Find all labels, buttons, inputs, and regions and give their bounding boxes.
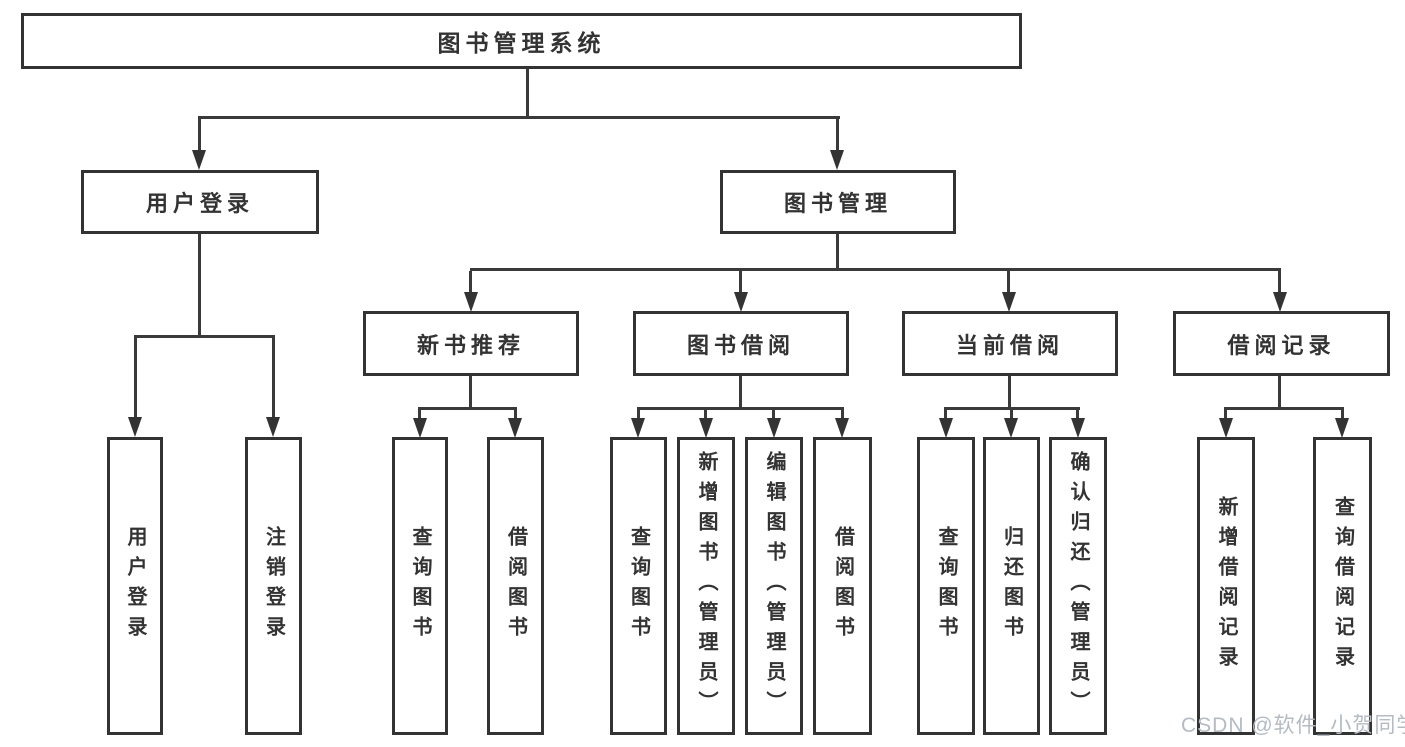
node-book-management: 图书管理 <box>720 170 956 234</box>
arrowhead-leaf <box>508 418 522 438</box>
node-system-root: 图书管理系统 <box>21 13 1022 69</box>
connector-drop-leaf <box>1010 410 1013 419</box>
arrowhead-leaf <box>767 418 781 438</box>
connector-drop-book-mgmt <box>836 119 839 153</box>
connector-current-split <box>944 407 1080 410</box>
connector-drop-leaf <box>1341 410 1344 419</box>
node-current-borrowing: 当前借阅 <box>902 311 1118 376</box>
arrowhead-leaf <box>699 418 713 438</box>
arrowhead-leaf <box>413 418 427 438</box>
arrowhead-leaf <box>939 418 953 438</box>
arrowhead-current <box>1002 292 1016 312</box>
connector-drop-leaf <box>637 410 640 419</box>
connector-root-stem <box>526 69 529 119</box>
connector-drop-leaf <box>1224 410 1227 419</box>
node-new-book-recommend: 新书推荐 <box>363 311 579 376</box>
connector-drop-user-login <box>198 119 201 153</box>
leaf-return-books: 归还图书 <box>983 437 1040 735</box>
leaf-query-books-2: 查询图书 <box>610 437 667 735</box>
leaf-confirm-return-admin: 确认归还（管理员） <box>1049 437 1107 735</box>
connector-drop-records <box>1278 271 1281 293</box>
connector-drop-login-leaf <box>134 338 137 418</box>
connector-borrowing-stem <box>739 376 742 410</box>
leaf-borrow-books-1: 借阅图书 <box>487 437 544 735</box>
arrowhead-login-leaf <box>128 417 142 437</box>
leaf-query-books-1: 查询图书 <box>392 437 448 735</box>
connector-records-stem <box>1278 376 1281 410</box>
arrowhead-records <box>1273 292 1287 312</box>
arrowhead-leaf <box>1335 418 1349 438</box>
connector-current-stem <box>1008 376 1011 410</box>
connector-drop-new-books <box>469 271 472 293</box>
connector-drop-leaf <box>841 410 844 419</box>
connector-drop-leaf <box>944 410 947 419</box>
connector-drop-leaf <box>514 410 517 419</box>
arrowhead-leaf <box>835 418 849 438</box>
leaf-edit-books-admin: 编辑图书（管理员） <box>745 437 803 735</box>
connector-drop-borrowing <box>739 271 742 293</box>
csdn-watermark: CSDN @软件_小贺同学 <box>1181 714 1405 737</box>
connector-newbooks-split <box>418 407 517 410</box>
connector-drop-leaf <box>1076 410 1079 419</box>
arrowhead-logout-leaf <box>266 417 280 437</box>
arrowhead-user-login <box>192 150 206 170</box>
node-user-login: 用户登录 <box>81 170 319 234</box>
connector-bookmgmt-split <box>470 268 1281 271</box>
connector-drop-leaf <box>704 410 707 419</box>
leaf-query-books-3: 查询图书 <box>917 437 975 735</box>
connector-records-split <box>1224 407 1344 410</box>
leaf-add-borrow-record: 新增借阅记录 <box>1197 437 1255 735</box>
connector-drop-logout-leaf <box>272 338 275 418</box>
node-borrowing-records: 借阅记录 <box>1173 311 1390 376</box>
leaf-add-books-admin: 新增图书（管理员） <box>677 437 735 735</box>
arrowhead-new-books <box>464 292 478 312</box>
connector-bookmgmt-stem <box>836 234 839 271</box>
connector-userlogin-stem <box>198 234 201 338</box>
connector-drop-leaf <box>418 410 421 419</box>
connector-root-split <box>198 116 840 119</box>
leaf-user-login: 用户登录 <box>107 437 163 735</box>
arrowhead-leaf <box>1004 418 1018 438</box>
node-book-borrowing: 图书借阅 <box>633 311 849 376</box>
arrowhead-leaf <box>631 418 645 438</box>
connector-newbooks-stem <box>469 376 472 410</box>
arrowhead-leaf <box>1071 418 1085 438</box>
leaf-query-borrow-record: 查询借阅记录 <box>1313 437 1372 735</box>
arrowhead-leaf <box>1219 418 1233 438</box>
connector-borrowing-split <box>637 407 844 410</box>
leaf-borrow-books-2: 借阅图书 <box>813 437 872 735</box>
arrowhead-book-mgmt <box>830 150 844 170</box>
connector-userlogin-split <box>134 335 275 338</box>
arrowhead-borrowing <box>734 292 748 312</box>
leaf-logout: 注销登录 <box>245 437 302 735</box>
connector-drop-current <box>1007 271 1010 293</box>
connector-drop-leaf <box>772 410 775 419</box>
